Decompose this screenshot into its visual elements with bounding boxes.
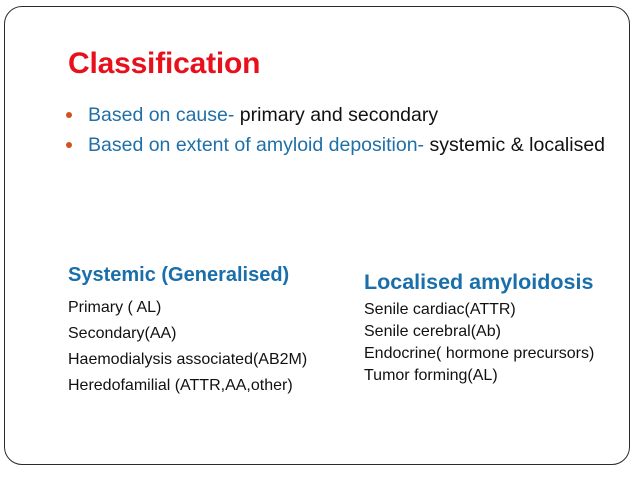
list-item: Based on extent of amyloid deposition- s… [66,133,614,158]
list-item: Tumor forming(AL) [364,367,498,384]
bullet-dot-icon [66,103,88,118]
bullet-list: Based on cause- primary and secondary Ba… [66,103,614,163]
bullet-dot-icon [66,133,88,148]
list-item: Senile cerebral(Ab) [364,323,501,340]
list-item: Haemodialysis associated(AB2M) [68,351,308,368]
bullet-lead: Based on extent of amyloid deposition- [88,134,425,156]
list-item: Senile cardiac(ATTR) [364,301,516,318]
bullet-text: Based on cause- primary and secondary [88,103,614,128]
bullet-text: Based on extent of amyloid deposition- s… [88,133,614,158]
column-heading-localised: Localised amyloidosis [364,270,594,294]
bullet-tail: primary and secondary [234,104,439,126]
list-item: Primary ( AL) [68,299,162,316]
bullet-tail: systemic & localised [424,134,606,156]
column-localised: Localised amyloidosis Senile cardiac(ATT… [364,270,636,387]
list-item: Secondary(AA) [68,325,177,342]
list-item: Heredofamilial (ATTR,AA,other) [68,377,293,394]
list-item: Based on cause- primary and secondary [66,103,614,128]
column-systemic: Systemic (Generalised) Primary ( AL) Sec… [68,263,358,399]
bullet-lead: Based on cause- [88,104,235,126]
list-item: Endocrine( hormone precursors) [364,345,595,362]
column-heading-systemic: Systemic (Generalised) [68,264,290,286]
page-title: Classification [68,47,261,80]
